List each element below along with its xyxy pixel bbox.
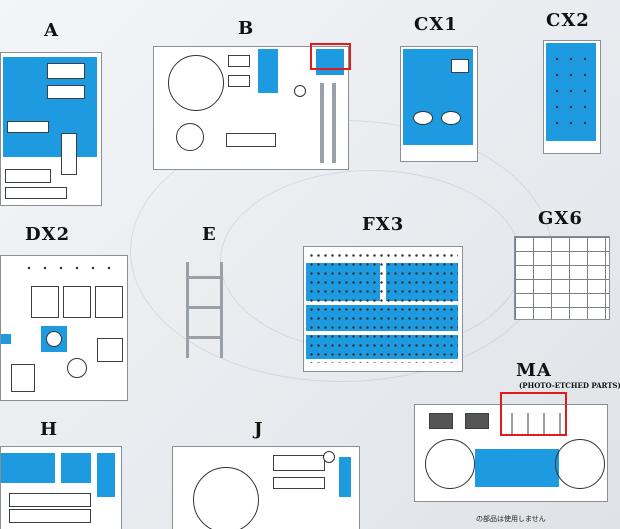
- etched-part: [559, 413, 561, 435]
- sprue-ma: [414, 404, 608, 502]
- used-parts-area: [258, 49, 278, 93]
- part: [47, 85, 85, 99]
- part: [7, 121, 49, 133]
- sprue-sublabel-ma: (PHOTO-ETCHED PARTS): [519, 381, 620, 390]
- part: [323, 451, 335, 463]
- part: [226, 133, 276, 147]
- used-parts-area: [339, 457, 351, 497]
- sprue-label-fx3: FX3: [362, 214, 405, 235]
- sprue-label-cx1: CX1: [414, 14, 458, 35]
- used-parts-area: [475, 449, 559, 487]
- used-parts-area: [1, 453, 55, 483]
- sprue-cx1: [400, 46, 478, 162]
- ladder-rail: [186, 262, 189, 358]
- rod-part: [320, 83, 324, 163]
- part: [11, 364, 35, 392]
- part: [294, 85, 306, 97]
- part: [31, 286, 59, 318]
- sprue-b: [153, 46, 349, 170]
- sprue-dx2: [0, 255, 128, 401]
- sprue-cx2: [543, 40, 601, 154]
- sprue-label-a: A: [44, 20, 59, 41]
- used-parts-area: [316, 49, 344, 75]
- sprue-gx6: [514, 236, 610, 320]
- part: [228, 75, 250, 87]
- part: [61, 133, 77, 175]
- sprue-label-e: E: [202, 224, 217, 245]
- part: [97, 338, 123, 362]
- etched-part: [527, 413, 529, 435]
- part: [425, 439, 475, 489]
- used-parts-area: [1, 334, 11, 344]
- sprue-label-j: J: [254, 419, 264, 440]
- sprue-label-ma: MA: [516, 360, 552, 381]
- unused-parts-note: の部品は使用しません: [476, 515, 546, 523]
- callout-box-ma: [500, 392, 567, 436]
- part: [413, 111, 433, 125]
- wheel-parts: [21, 262, 121, 274]
- sprue-label-h: H: [40, 419, 59, 440]
- part: [228, 55, 250, 67]
- used-parts-area: [61, 453, 91, 483]
- sprue-label-dx2: DX2: [25, 224, 71, 245]
- part: [5, 169, 51, 183]
- part: [9, 509, 91, 523]
- rod-part: [332, 83, 336, 163]
- etched-part: [543, 413, 545, 435]
- sprue-j: [172, 446, 360, 529]
- part: [47, 63, 85, 79]
- turret-ring-part: [168, 55, 224, 111]
- etched-part: [511, 413, 513, 435]
- hatch-part: [176, 123, 204, 151]
- part: [273, 455, 325, 471]
- part: [95, 286, 123, 318]
- track-link-parts: [308, 251, 458, 363]
- used-parts-area: [97, 453, 115, 497]
- ladder-rung: [186, 306, 223, 309]
- sprue-label-b: B: [238, 18, 255, 39]
- ladder-rung: [186, 276, 223, 279]
- ladder-rung: [186, 336, 223, 339]
- sprue-fx3: [303, 246, 463, 372]
- sprue-e: [176, 256, 234, 360]
- rivet-parts: [550, 51, 592, 135]
- part: [465, 413, 489, 429]
- turret-ring-part: [193, 467, 259, 529]
- part: [555, 439, 605, 489]
- part: [63, 286, 91, 318]
- part: [441, 111, 461, 125]
- part: [451, 59, 469, 73]
- part: [9, 493, 91, 507]
- sprue-a: [0, 52, 102, 206]
- sprue-label-cx2: CX2: [546, 10, 590, 31]
- part: [67, 358, 87, 378]
- part: [46, 331, 62, 347]
- ladder-rail: [220, 262, 223, 358]
- part: [5, 187, 67, 199]
- sprue-h: [0, 446, 122, 529]
- part: [429, 413, 453, 429]
- callout-box-b: [310, 43, 351, 70]
- part: [273, 477, 325, 489]
- sprue-label-gx6: GX6: [538, 208, 583, 229]
